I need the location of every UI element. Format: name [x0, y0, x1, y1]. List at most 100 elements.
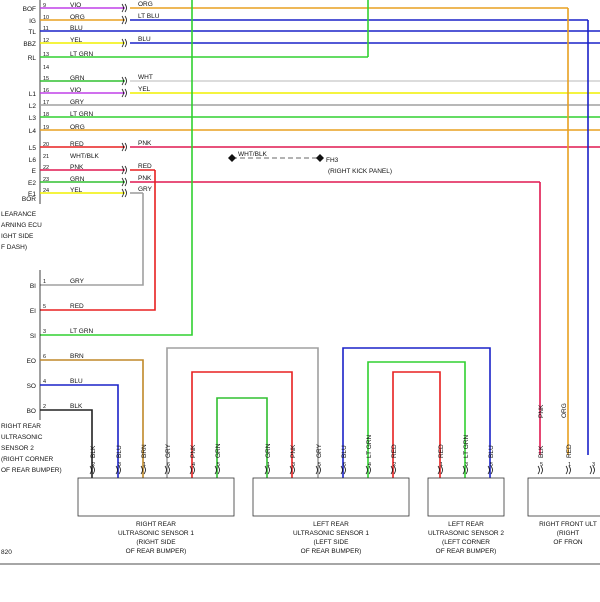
ecu-pin-number: 17: [43, 100, 49, 106]
ground-location: (RIGHT KICK PANEL): [328, 168, 392, 175]
blu-loop: [342, 347, 491, 478]
ecu-pin-number: 13: [43, 52, 49, 58]
sensor-pin-number: 1: [143, 462, 146, 468]
pin-splice: [318, 465, 321, 475]
pin-splice: [565, 465, 568, 475]
sensor-pin-number: 3: [465, 462, 468, 468]
rr2-label-line: RIGHT REAR: [1, 423, 41, 430]
sensor-wire-color: LT GRN: [366, 434, 373, 458]
ecu-pin-number: 22: [43, 165, 49, 171]
sensor-wire-color: BLU: [116, 445, 123, 458]
rr2-pin-number: 4: [43, 379, 46, 385]
rr2-pin-number: 6: [43, 354, 46, 360]
ecu-pin-name: BOR: [22, 196, 36, 203]
brn-eo: [40, 359, 144, 478]
sensor-label-line: (RIGHT SIDE: [136, 539, 176, 546]
pin-splice: [462, 465, 465, 475]
sensor-label-line: RIGHT FRONT ULT: [539, 521, 597, 528]
rr2-pin-name: SI: [30, 333, 36, 340]
sensor-label-line: OF REAR BUMPER): [436, 548, 497, 555]
ground-wire-label: WHT/BLK: [238, 151, 268, 158]
ecu-wire-color: RED: [70, 141, 84, 148]
pin-splice: [437, 465, 440, 475]
pin-splice: [115, 465, 118, 475]
sensor-wire-color: BRN: [141, 444, 148, 458]
sensor-label-line: OF REAR BUMPER): [301, 548, 362, 555]
sensor-label-line: ULTRASONIC SENSOR 2: [428, 530, 504, 537]
rr2-label-line: ULTRASONIC: [1, 434, 43, 441]
pin-splice: [390, 465, 393, 475]
splice-mark: [124, 38, 127, 48]
sensor-pin-number: 1: [267, 462, 270, 468]
sensor-connector-box: [252, 477, 410, 517]
sensor-wire-color: BLU: [341, 445, 348, 458]
sensor-wire-color: GRN: [215, 443, 222, 458]
rr2-wire-color: RED: [70, 303, 84, 310]
ext-wire-color: BLU: [138, 36, 151, 43]
ecu-wire-color: LT GRN: [70, 51, 94, 58]
splice-mark: [121, 177, 124, 187]
pin-splice: [118, 465, 121, 475]
sensor-label-line: (RIGHT: [557, 530, 579, 537]
rr2-wire-color: GRY: [70, 278, 85, 285]
ground-connector: FH3: [326, 157, 339, 164]
ecu-label-line: F DASH): [1, 244, 27, 251]
sensor-pin-number: 5: [217, 462, 220, 468]
pin-splice: [89, 465, 92, 475]
sensor-wire-color: RED: [566, 444, 573, 458]
pin-splice: [365, 465, 368, 475]
sensor-connector-box: [527, 477, 600, 517]
rr2-wire-color: BRN: [70, 353, 84, 360]
sensor-wire-color: BLU: [488, 445, 495, 458]
sensor-label-line: (LEFT SIDE: [314, 539, 350, 546]
sensor-pin-number: 4: [368, 462, 371, 468]
ecu-pin-name: L1: [29, 91, 37, 98]
pin-splice: [315, 465, 318, 475]
rr2-label-line: SENSOR 2: [1, 445, 34, 452]
splice-mark: [124, 188, 127, 198]
rr2-label-line: OF REAR BUMPER): [1, 467, 62, 474]
sensor-wire-color: GRN: [265, 443, 272, 458]
pin-splice: [537, 465, 540, 475]
rf-vertical-label: ORG: [561, 403, 568, 418]
sensor-pin-number: 6: [343, 462, 346, 468]
ecu-wire-color: ORG: [70, 14, 85, 21]
sensor-wire-color: LT GRN: [463, 434, 470, 458]
ext-wire-color: YEL: [138, 86, 151, 93]
blu-so: [40, 384, 119, 478]
grn-loop: [216, 397, 268, 478]
sensor-label-line: OF FRON: [553, 539, 583, 546]
sensor-wire-color: GRY: [316, 443, 323, 458]
pin-splice: [140, 465, 143, 475]
pin-splice: [592, 465, 595, 475]
pin-splice: [267, 465, 270, 475]
ecu-pin-name: L4: [29, 128, 37, 135]
blk-bo: [40, 409, 93, 478]
ecu-pin-name: IG: [29, 18, 36, 25]
sensor-label-line: OF REAR BUMPER): [126, 548, 187, 555]
pin-splice: [540, 465, 543, 475]
ground-splice: [316, 154, 324, 162]
sensor-pin-number: 3: [292, 462, 295, 468]
ecu-pin-number: 21: [43, 154, 49, 160]
gry-bi: [40, 193, 144, 286]
sensor-pin-number: 1: [440, 462, 443, 468]
ecu-pin-name: E2: [28, 180, 36, 187]
ecu-wire-color: YEL: [70, 187, 83, 194]
sensor-label-line: (LEFT CORNER: [442, 539, 490, 546]
rr2-pin-name: BI: [30, 283, 36, 290]
rr2-pin-number: 3: [43, 329, 46, 335]
rr2-wire-color: BLU: [70, 378, 83, 385]
splice-mark: [121, 188, 124, 198]
ext-wire-color: PNK: [138, 175, 152, 182]
sensor-connector-box: [427, 477, 505, 517]
ecu-wire-color: YEL: [70, 37, 83, 44]
ecu-pin-name: L6: [29, 157, 37, 164]
ecu-pin-number: 10: [43, 15, 49, 21]
ecu-pin-name: TL: [28, 29, 36, 36]
connectors-layer: [77, 477, 600, 517]
rr2-pin-number: 5: [43, 304, 46, 310]
ecu-pin-number: 15: [43, 76, 49, 82]
ecu-wire-color: GRY: [70, 99, 85, 106]
ext-wire-color: WHT: [138, 74, 153, 81]
